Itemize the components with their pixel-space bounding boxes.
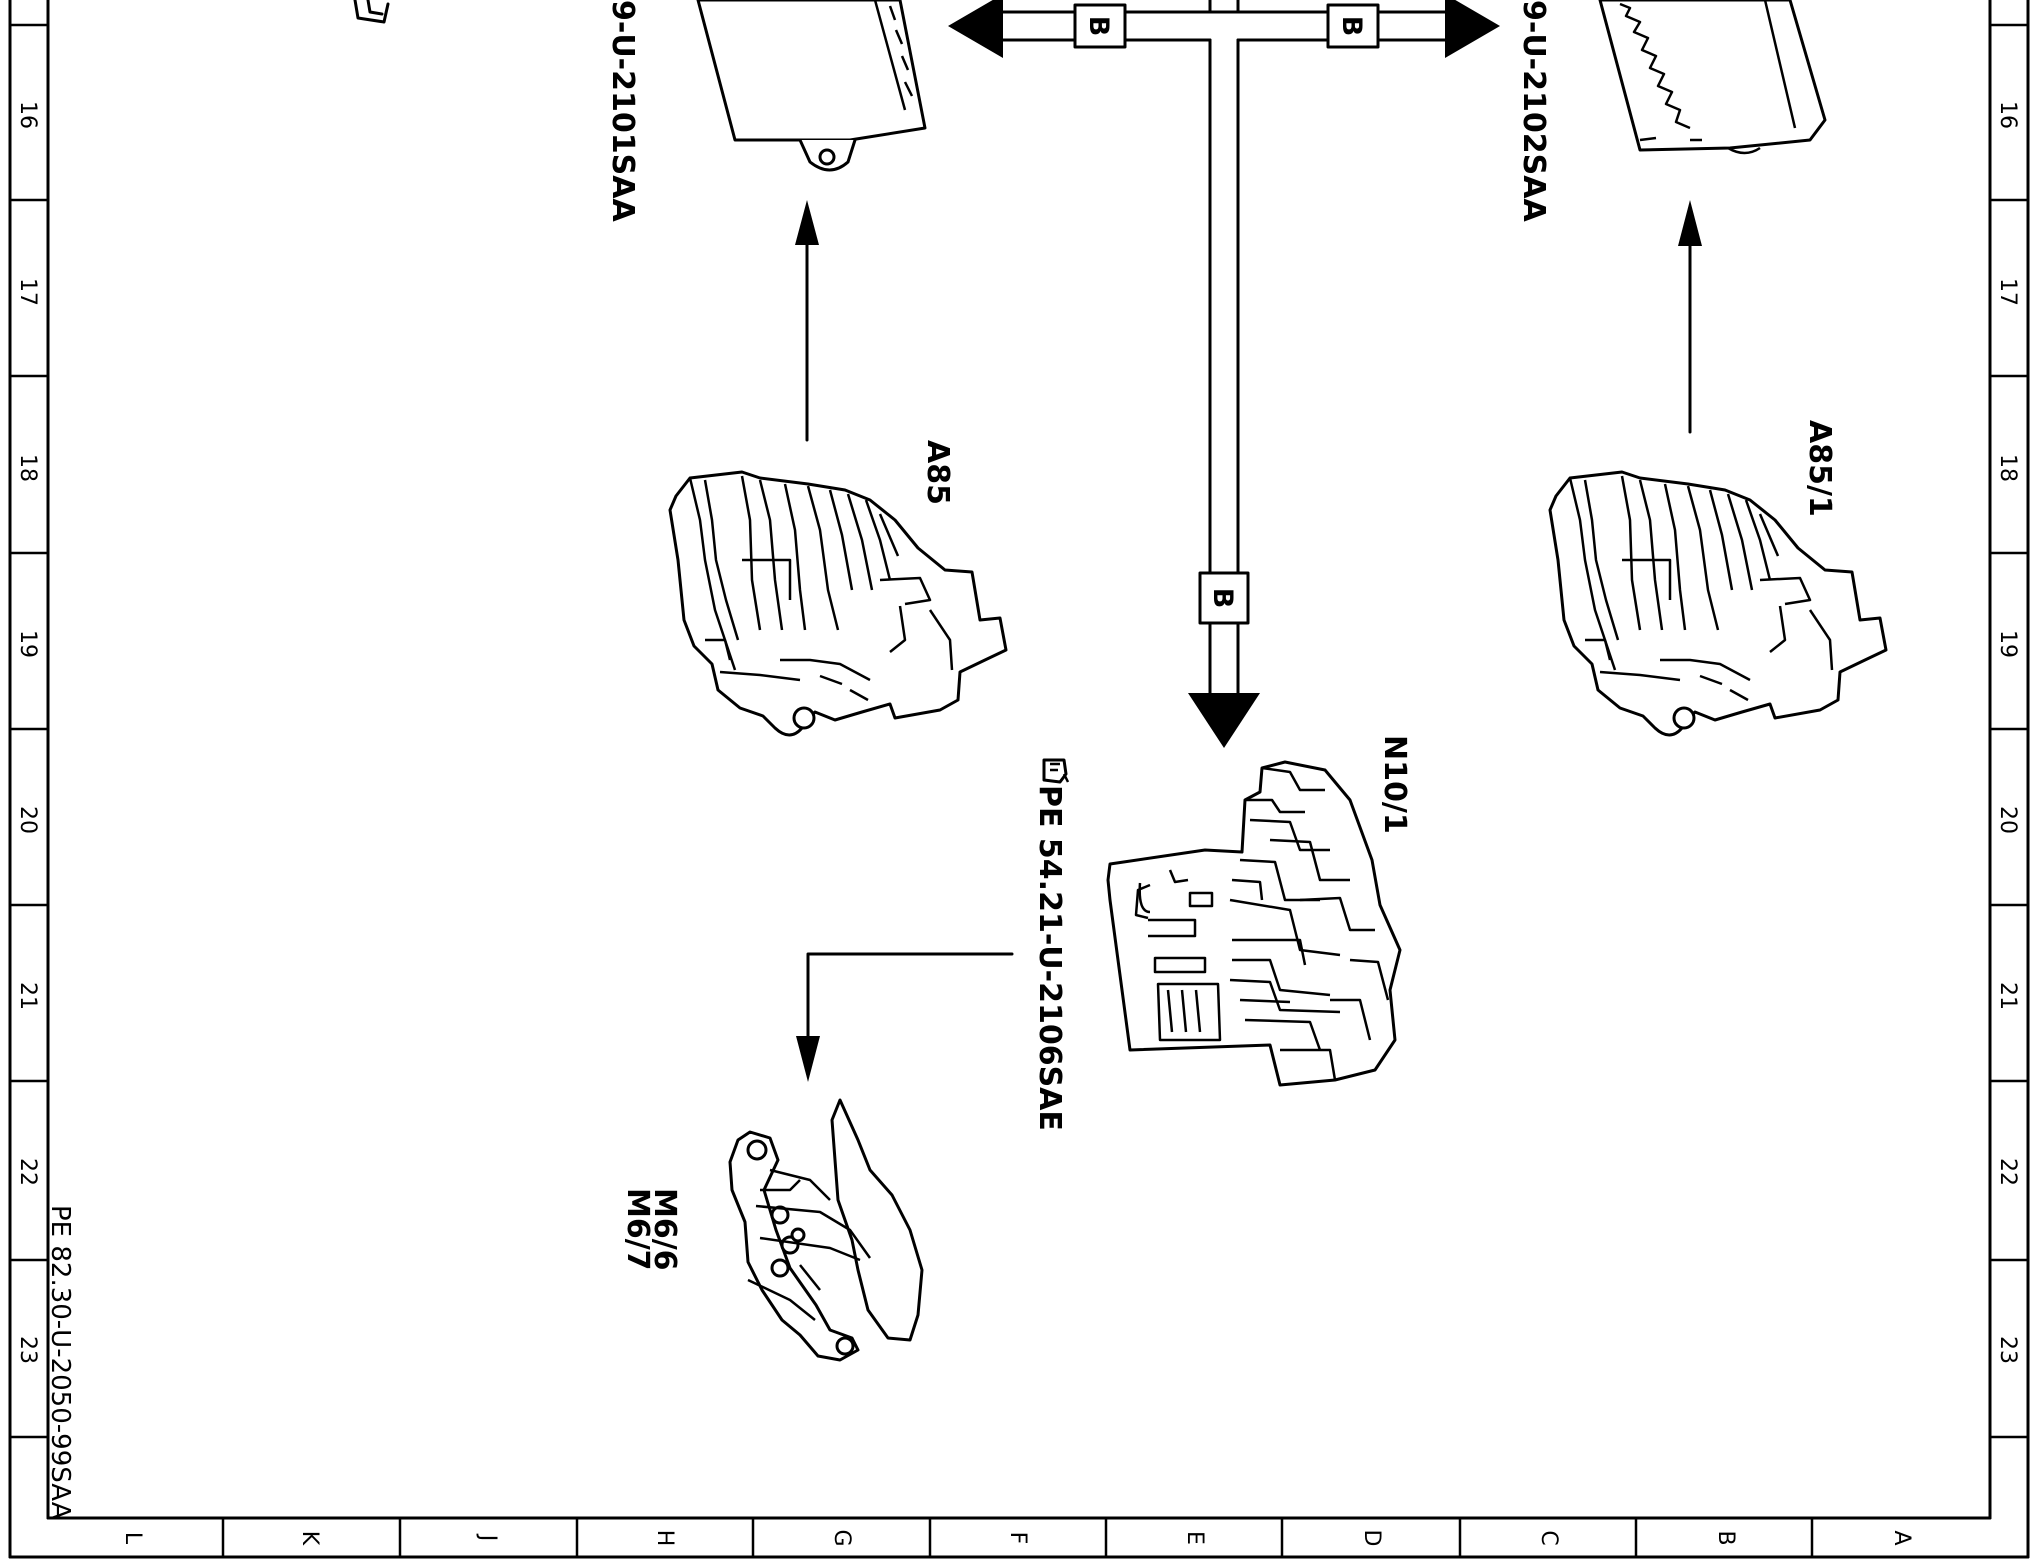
row-number: 23: [1995, 1336, 2020, 1364]
reference-note: PE 54.21-U-2106SAE: [1032, 785, 1067, 1131]
row-number: 22: [15, 1158, 40, 1186]
ref-label-right: 9-U-2102SAA: [1516, 0, 1551, 222]
row-number: 20: [15, 806, 40, 834]
column-letter: K: [297, 1531, 322, 1546]
column-letter: J: [475, 1533, 500, 1542]
column-letter: F: [1005, 1532, 1030, 1545]
column-dividers: [221, 1518, 1814, 1557]
component-label-m6-6: M6/6: [647, 1188, 682, 1271]
row-dividers-left: [10, 23, 48, 1439]
row-number: 19: [1995, 630, 2020, 658]
row-number: 18: [15, 454, 40, 482]
partial-part-top-left: [353, 0, 390, 24]
wiper-motor-m6: [728, 1098, 924, 1362]
control-module-left: [696, 0, 927, 172]
row-number: 21: [1995, 982, 2020, 1010]
row-number: 16: [1995, 101, 2020, 129]
fuse-box-a85-1: [1548, 470, 1888, 737]
row-number: 17: [15, 278, 40, 306]
pointing-hand-icon: [1042, 758, 1070, 784]
bus-marker-label: B: [1336, 16, 1367, 37]
column-letter: A: [1889, 1530, 1914, 1545]
bus-marker-vertical: B: [1198, 571, 1250, 625]
row-number: 22: [1995, 1158, 2020, 1186]
column-letters: L K J H G F E D C B A: [120, 1529, 1914, 1546]
bus-arrowhead-down: [1188, 693, 1260, 748]
bus-arrowhead-right: [1445, 0, 1500, 58]
column-letter: L: [120, 1532, 145, 1545]
column-letter: D: [1359, 1530, 1384, 1547]
row-numbers-right: 16 17 18 19 20 21 22 23: [1995, 101, 2020, 1364]
row-dividers-right: [1990, 23, 2028, 1439]
component-label-a85-1: A85/1: [1802, 420, 1837, 517]
bus-arrowhead-left: [948, 0, 1003, 58]
component-label-a85: A85: [920, 440, 955, 505]
drawing-frame: [8, 0, 2030, 1559]
column-letter: H: [652, 1530, 677, 1547]
column-letter: G: [829, 1529, 854, 1546]
arrow-a85-1-to-module: [1678, 200, 1702, 434]
ref-label-left: 9-U-2101SAA: [605, 0, 640, 222]
component-label-n10-1: N10/1: [1377, 735, 1412, 834]
column-letter: B: [1713, 1530, 1738, 1545]
drawing-number: PE 82.30-U-2050-99SAA: [45, 1205, 75, 1520]
bus-marker-left: B: [1073, 3, 1127, 49]
fuse-box-a85: [668, 470, 1008, 737]
row-numbers-left: 16 17 18 19 20 21 22 23: [15, 101, 40, 1364]
column-letter: E: [1182, 1531, 1207, 1545]
arrow-reference-to-m6: [796, 952, 1014, 1082]
row-number: 21: [15, 982, 40, 1010]
row-number: 23: [15, 1336, 40, 1364]
component-label-m6-7: M6/7: [620, 1188, 655, 1271]
row-number: 16: [15, 101, 40, 129]
control-unit-n10-1: [1106, 760, 1402, 1087]
bus-marker-label: B: [1207, 588, 1238, 609]
column-letter: C: [1536, 1530, 1561, 1545]
bus-marker-label: B: [1083, 16, 1114, 37]
arrow-a85-to-module: [795, 200, 819, 442]
control-module-right: [1598, 0, 1827, 155]
row-number: 19: [15, 630, 40, 658]
row-number: 20: [1995, 806, 2020, 834]
row-number: 17: [1995, 278, 2020, 306]
bus-marker-right: B: [1326, 3, 1380, 49]
row-number: 18: [1995, 454, 2020, 482]
